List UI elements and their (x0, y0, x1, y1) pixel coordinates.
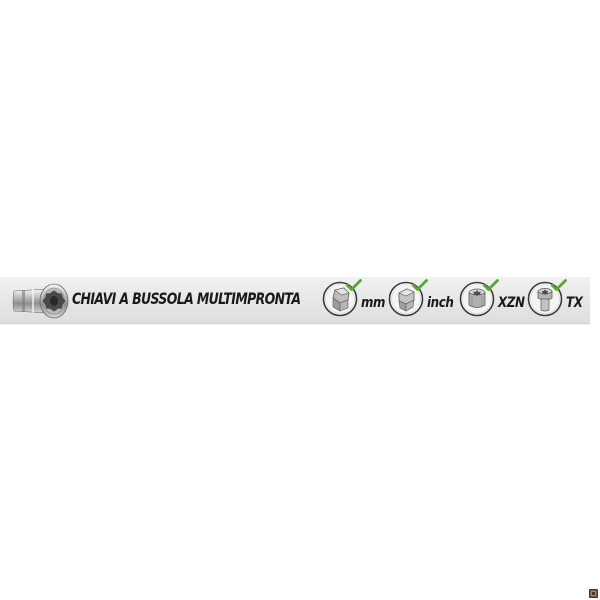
check-icon (551, 279, 567, 291)
socket-wrench-icon (12, 283, 69, 319)
hex-bolt-icon (322, 281, 358, 317)
xzn-bolt-icon (459, 281, 495, 317)
standard-label-inch: inch (427, 295, 454, 311)
standard-label-tx: TX (566, 295, 583, 311)
hex-bolt-icon (388, 281, 424, 317)
standard-label-xzn: XZN (498, 295, 525, 311)
check-icon (346, 279, 362, 291)
check-icon (483, 279, 499, 291)
brand-logo-icon (589, 589, 598, 598)
title-band-shadow (0, 323, 590, 325)
banner-title: CHIAVI A BUSSOLA MULTIMPRONTA (72, 289, 301, 308)
standard-label-mm: mm (361, 295, 385, 311)
torx-bolt-icon (527, 281, 563, 317)
check-icon (412, 279, 428, 291)
